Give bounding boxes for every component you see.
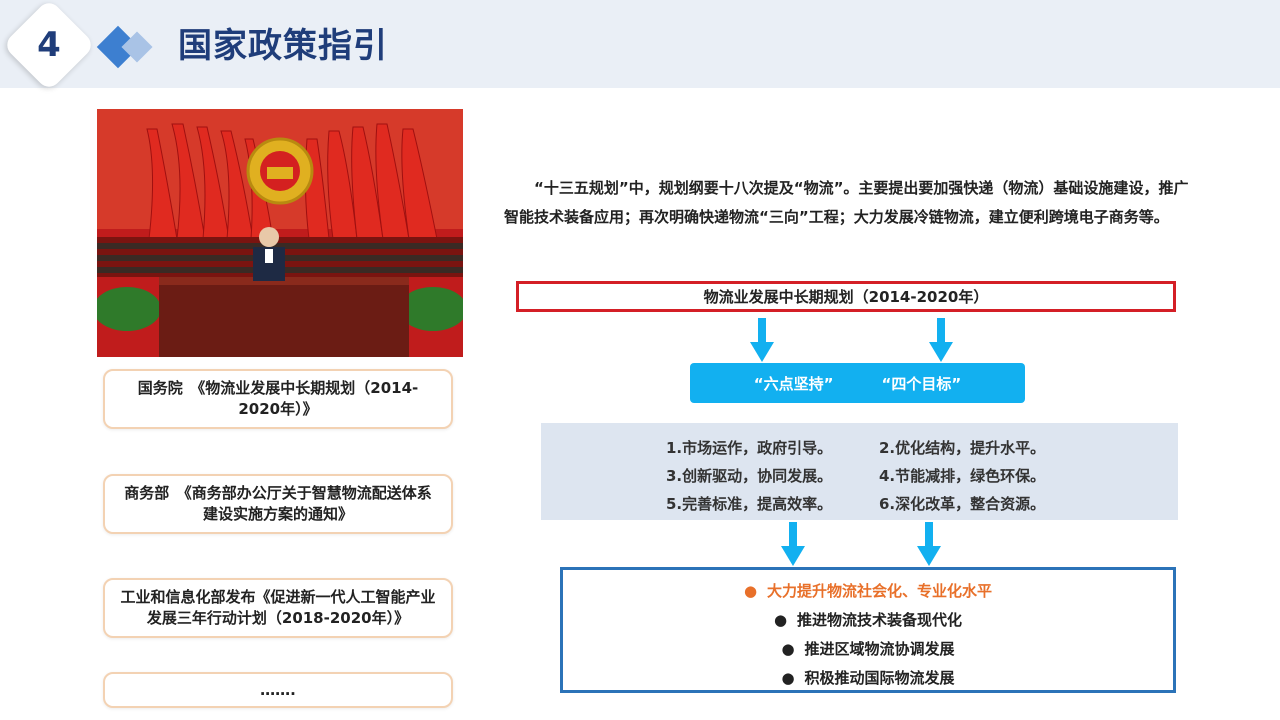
policy-item-text: 工业和信息化部发布《促进新一代人工智能产业发展三年行动计划（2018-2020年… xyxy=(120,588,436,627)
bullet-icon: ● xyxy=(773,610,788,629)
goal-item: ● 积极推动国际物流发展 xyxy=(563,663,1173,692)
principle-item: 4.节能减排，绿色环保。 xyxy=(879,466,1046,485)
section-number: 4 xyxy=(37,25,61,65)
principle-row: 3.创新驱动，协同发展。 4.节能减排，绿色环保。 xyxy=(541,461,1178,489)
principles-panel: 1.市场运作，政府引导。 2.优化结构，提升水平。 3.创新驱动，协同发展。 4… xyxy=(541,423,1178,520)
goals-box: ● 大力提升物流社会化、专业化水平 ● 推进物流技术装备现代化 ● 推进区域物流… xyxy=(560,567,1176,693)
bullet-icon: ● xyxy=(743,581,758,600)
principles-goals-banner: “六点坚持” “四个目标” xyxy=(690,363,1025,403)
goal-item: ● 推进物流技术装备现代化 xyxy=(563,605,1173,634)
policy-item-state-council: 国务院 《物流业发展中长期规划（2014-2020年）》 xyxy=(103,369,453,429)
arrow-down-icon xyxy=(929,318,953,362)
principle-item: 6.深化改革，整合资源。 xyxy=(879,494,1046,513)
principle-row: 5.完善标准，提高效率。 6.深化改革，整合资源。 xyxy=(541,489,1178,517)
principle-item: 5.完善标准，提高效率。 xyxy=(666,494,833,513)
bullet-icon: ● xyxy=(781,639,795,658)
six-principles-label: “六点坚持” xyxy=(753,374,834,393)
policy-item-commerce-ministry: 商务部 《商务部办公厅关于智慧物流配送体系建设实施方案的通知》 xyxy=(103,474,453,534)
policy-item-text: 商务部 《商务部办公厅关于智慧物流配送体系建设实施方案的通知》 xyxy=(124,484,432,523)
goal-item: ● 推进区域物流协调发展 xyxy=(563,634,1173,663)
principle-item: 2.优化结构，提升水平。 xyxy=(879,438,1046,457)
page-title: 国家政策指引 xyxy=(178,26,388,66)
policy-item-miit: 工业和信息化部发布《促进新一代人工智能产业发展三年行动计划（2018-2020年… xyxy=(103,578,453,638)
intro-paragraph: “十三五规划”中，规划纲要十八次提及“物流”。主要提出要加强快递（物流）基础设施… xyxy=(504,179,1189,226)
policy-item-text: ……. xyxy=(260,680,296,699)
plan-title-box: 物流业发展中长期规划（2014-2020年） xyxy=(516,281,1176,312)
goal-text: 大力提升物流社会化、专业化水平 xyxy=(767,582,993,600)
policy-item-more: ……. xyxy=(103,672,453,708)
principle-item: 3.创新驱动，协同发展。 xyxy=(666,466,833,485)
four-goals-label: “四个目标” xyxy=(881,374,962,393)
plan-title: 物流业发展中长期规划（2014-2020年） xyxy=(703,288,989,306)
bullet-icon: ● xyxy=(781,668,795,687)
principle-item: 1.市场运作，政府引导。 xyxy=(666,438,833,457)
goal-text: 推进区域物流协调发展 xyxy=(804,640,955,658)
arrow-down-icon xyxy=(750,318,774,362)
goal-item: ● 大力提升物流社会化、专业化水平 xyxy=(563,576,1173,605)
policy-item-text: 国务院 《物流业发展中长期规划（2014-2020年）》 xyxy=(137,379,419,418)
conference-photo xyxy=(97,109,463,357)
goal-text: 积极推动国际物流发展 xyxy=(804,669,955,687)
arrow-down-icon xyxy=(917,522,941,566)
arrow-down-icon xyxy=(781,522,805,566)
principle-row: 1.市场运作，政府引导。 2.优化结构，提升水平。 xyxy=(541,433,1178,461)
goal-text: 推进物流技术装备现代化 xyxy=(797,611,963,629)
header-bar xyxy=(0,0,1280,88)
conference-photo-drawing xyxy=(97,109,463,357)
